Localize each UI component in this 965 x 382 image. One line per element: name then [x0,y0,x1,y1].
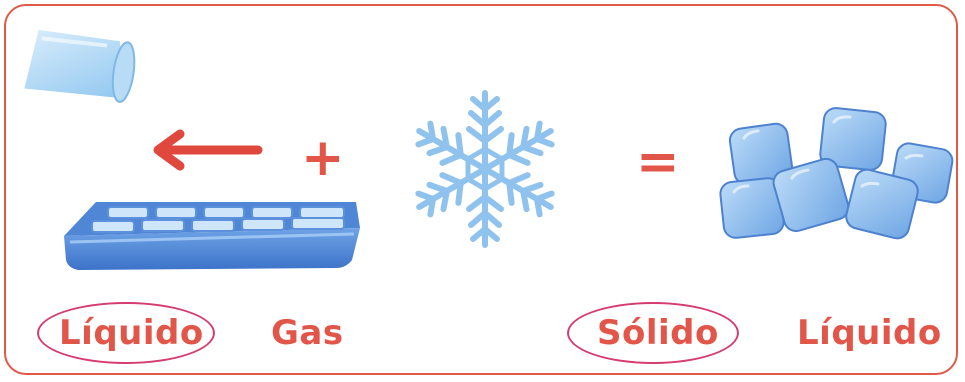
glass-icon [24,26,136,104]
ice-tray-icon [56,198,364,270]
plus-sign: + [301,132,345,184]
snowflake-icon [400,84,570,254]
equals-sign: = [636,136,680,188]
label-liquido-right: Líquido [797,316,942,350]
label-liquido-circled: Líquido [59,316,204,350]
arrow-left-icon [150,128,262,172]
label-gas: Gas [271,316,344,350]
ice-cubes-icon [718,104,956,246]
label-solido-circled: Sólido [597,316,719,350]
